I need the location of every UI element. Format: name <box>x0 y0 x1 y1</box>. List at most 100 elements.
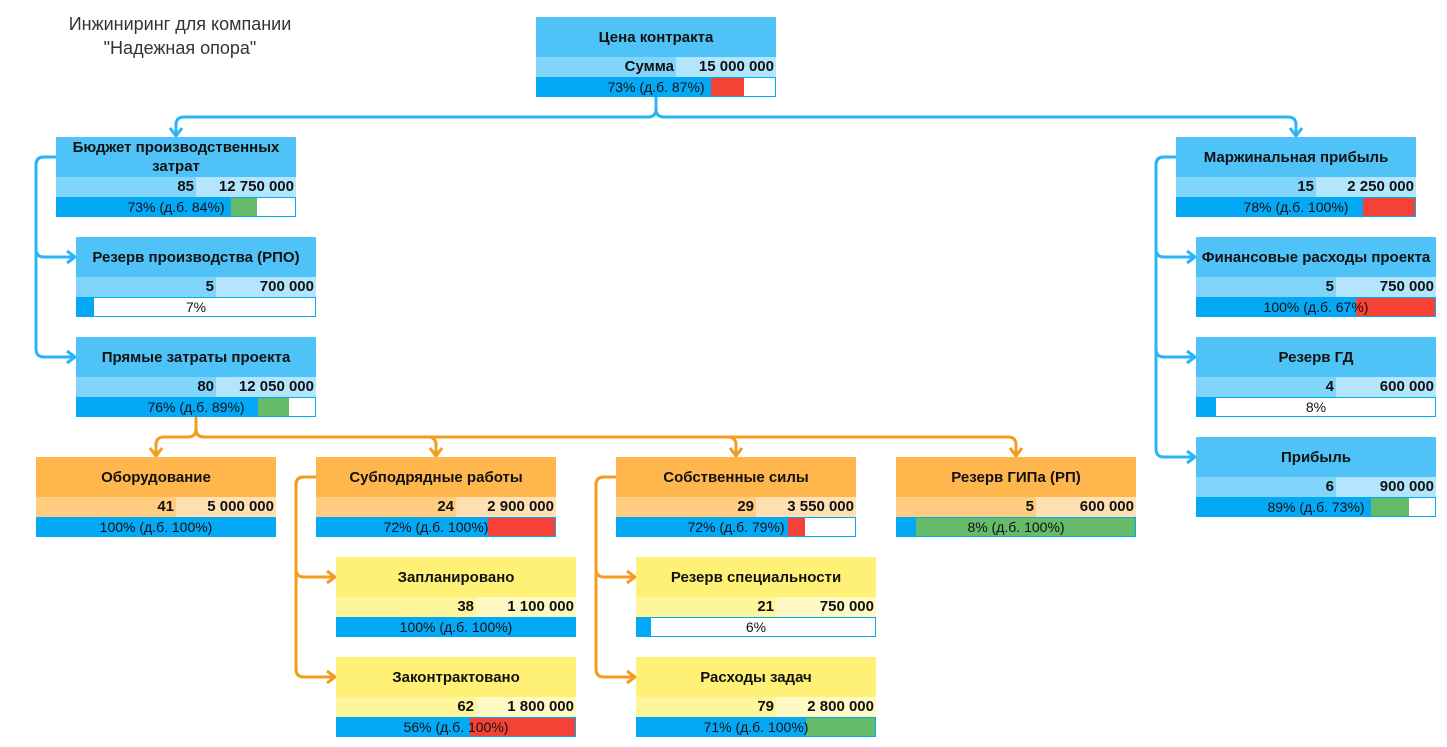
progress-label: 76% (д.б. 89%) <box>147 399 245 415</box>
progress-label: 100% (д.б. 67%) <box>1263 299 1369 315</box>
progress-label: 8% <box>1305 399 1327 415</box>
connector-line <box>654 97 1298 136</box>
node-progress-bar: 89% (д.б. 73%) <box>1196 497 1436 517</box>
node-count: 5 <box>1196 277 1336 297</box>
connector-arrow <box>1288 127 1304 139</box>
connector-arrow <box>326 669 338 685</box>
deviation-fill <box>1371 498 1409 516</box>
deviation-fill <box>916 518 1135 536</box>
progress-fill <box>1177 198 1363 216</box>
progress-fill <box>37 518 275 536</box>
node-title: Прямые затраты проекта <box>76 337 316 377</box>
node-amount: 750 000 <box>1336 277 1436 297</box>
progress-fill <box>537 78 711 96</box>
node-amount: 12 750 000 <box>196 177 296 197</box>
connector-arrow <box>168 127 184 139</box>
progress-label: 100% (д.б. 100%) <box>99 519 213 535</box>
deviation-fill <box>488 518 555 536</box>
node-amount: 750 000 <box>776 597 876 617</box>
node-progress-bar: 73% (д.б. 84%) <box>56 197 296 217</box>
progress-fill <box>317 518 488 536</box>
node-title: Резерв производства (РПО) <box>76 237 316 277</box>
progress-label: 72% (д.б. 79%) <box>687 519 785 535</box>
node-count: 6 <box>1196 477 1336 497</box>
progress-fill <box>57 198 231 216</box>
node-progress-bar: 78% (д.б. 100%) <box>1176 197 1416 217</box>
node-title: Законтрактовано <box>336 657 576 697</box>
deviation-fill <box>258 398 289 416</box>
connector-arrow <box>428 447 444 459</box>
node-progress-bar: 8% (д.б. 100%) <box>896 517 1136 537</box>
connector-arrow <box>1186 349 1198 365</box>
node-title: Финансовые расходы проекта <box>1196 237 1436 277</box>
progress-fill <box>337 718 470 736</box>
node-amount: 1 100 000 <box>476 597 576 617</box>
node-title: Резерв специальности <box>636 557 876 597</box>
progress-label: 100% (д.б. 100%) <box>399 619 513 635</box>
node-amount: 600 000 <box>1036 497 1136 517</box>
node-progress-bar: 8% <box>1196 397 1436 417</box>
progress-label: 6% <box>745 619 767 635</box>
deviation-fill <box>711 78 744 96</box>
node-progress-bar: 72% (д.б. 100%) <box>316 517 556 537</box>
node-count: 29 <box>616 497 756 517</box>
node-progress-bar: 73% (д.б. 87%) <box>536 77 776 97</box>
connector-arrow <box>1186 449 1198 465</box>
node-progress-bar: 100% (д.б. 67%) <box>1196 297 1436 317</box>
node-amount: 700 000 <box>216 277 316 297</box>
node-amount: 5 000 000 <box>176 497 276 517</box>
connector-arrow <box>1186 249 1198 265</box>
connector-line <box>594 475 635 679</box>
node-count: 5 <box>76 277 216 297</box>
connector-arrow <box>728 447 744 459</box>
node-title: Резерв ГД <box>1196 337 1436 377</box>
node-title: Собственные силы <box>616 457 856 497</box>
node-title: Резерв ГИПа (РП) <box>896 457 1136 497</box>
progress-label: 56% (д.б. 100%) <box>403 719 509 735</box>
node-progress-bar: 56% (д.б. 100%) <box>336 717 576 737</box>
node-count: 62 <box>336 697 476 717</box>
node-title: Субподрядные работы <box>316 457 556 497</box>
progress-label: 7% <box>185 299 207 315</box>
node-amount: 1 800 000 <box>476 697 576 717</box>
progress-label: 8% (д.б. 100%) <box>967 519 1065 535</box>
node-amount: 2 900 000 <box>456 497 556 517</box>
node-count: Сумма <box>536 57 676 77</box>
connector-arrow <box>626 569 638 585</box>
node-amount: 3 550 000 <box>756 497 856 517</box>
node-count: 5 <box>896 497 1036 517</box>
node-progress-bar: 72% (д.б. 79%) <box>616 517 856 537</box>
node-count: 85 <box>56 177 196 197</box>
node-progress-bar: 100% (д.б. 100%) <box>36 517 276 537</box>
connector-arrow <box>626 669 638 685</box>
node-count: 21 <box>636 597 776 617</box>
node-title: Прибыль <box>1196 437 1436 477</box>
connector-line <box>1154 155 1195 459</box>
progress-fill <box>1197 398 1216 416</box>
